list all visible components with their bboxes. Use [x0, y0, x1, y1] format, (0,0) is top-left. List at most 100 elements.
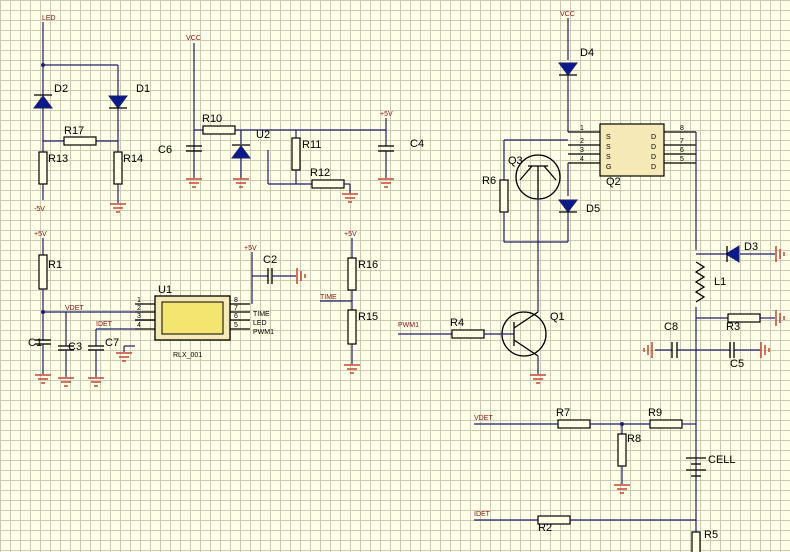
- label-d2: D2: [54, 83, 68, 95]
- label-d4: D4: [580, 47, 594, 59]
- q2-src-1: S: [606, 134, 611, 141]
- q2-pin-2: 2: [580, 138, 584, 145]
- u1-pin-5: 5: [234, 322, 238, 329]
- net-idet2: IDET: [474, 511, 491, 518]
- u1-part-number: RLX_001: [173, 352, 202, 359]
- led-driver-block: LED D2 D1 R17 R13 R14 -5V: [33, 15, 150, 213]
- resistor-r9: [649, 419, 683, 429]
- resistor-r7: [557, 419, 591, 429]
- regulator-u2: [231, 145, 251, 159]
- label-d1: D1: [136, 83, 150, 95]
- net-r16-5v: +5V: [344, 231, 357, 238]
- resistor-r14: [113, 151, 123, 185]
- resistor-r4: [451, 329, 485, 339]
- u1-net-led: LED: [253, 320, 267, 327]
- resistor-r15: [347, 309, 357, 345]
- label-u1: U1: [158, 284, 172, 296]
- resistor-r5: [691, 531, 701, 552]
- label-r13: R13: [48, 153, 68, 165]
- q2-pin-6: 6: [680, 147, 684, 154]
- net-vdet: VDET: [65, 305, 84, 312]
- q2-pin-3: 3: [580, 147, 584, 154]
- q2-pin-1: 1: [580, 125, 584, 132]
- net-c2-5v: +5V: [244, 245, 257, 252]
- power-stage-block: VCC D4 Q2 1 2 3 4 8 7 6 5 S S S G D D D …: [398, 11, 785, 552]
- label-r15: R15: [358, 311, 378, 323]
- label-d5: D5: [586, 203, 600, 215]
- label-r6: R6: [482, 175, 496, 187]
- inductor-l1: [694, 261, 706, 303]
- label-r2: R2: [538, 522, 552, 534]
- label-r5: R5: [704, 529, 718, 541]
- resistor-r1: [38, 254, 48, 290]
- label-r10: R10: [202, 113, 222, 125]
- resistor-r17: [63, 136, 97, 146]
- net-vcc-left: VCC: [186, 35, 201, 42]
- label-q3: Q3: [508, 155, 523, 167]
- resistor-r16: [347, 257, 357, 291]
- u1-pin-3: 3: [137, 313, 141, 320]
- net-vcc-right: VCC: [560, 11, 575, 18]
- label-r7: R7: [556, 407, 570, 419]
- net-u2-5v: +5V: [380, 111, 393, 118]
- u1-net-pwm: PWM1: [253, 329, 274, 336]
- label-c1: C1: [28, 337, 42, 349]
- q2-src-2: S: [606, 144, 611, 151]
- label-l1: L1: [714, 276, 726, 288]
- label-r3: R3: [726, 321, 740, 333]
- q2-gate: G: [606, 164, 611, 171]
- net-pwm: PWM1: [398, 322, 419, 329]
- regulator-block: VCC R10 C6 U2 R11 R12 +5V C4: [158, 35, 424, 203]
- mosfet-q2: [599, 123, 665, 177]
- label-r11: R11: [302, 139, 321, 151]
- label-c2: C2: [263, 254, 277, 266]
- resistor-r12: [311, 179, 345, 189]
- q2-pin-8: 8: [680, 125, 684, 132]
- q2-drain-1: D: [651, 134, 656, 141]
- net-vdet2: VDET: [474, 415, 493, 422]
- net-idet: IDET: [96, 321, 113, 328]
- time-divider-block: +5V R16 TIME R15: [320, 231, 378, 374]
- label-c3: C3: [68, 341, 82, 353]
- diode-d5: [558, 199, 578, 213]
- net-minus5v: -5V: [34, 206, 45, 213]
- diode-d3: [725, 245, 740, 263]
- q2-pin-5: 5: [680, 156, 684, 163]
- diode-d4: [558, 62, 578, 76]
- resistor-r13: [38, 151, 48, 185]
- net-time2: TIME: [320, 294, 337, 301]
- label-r12: R12: [310, 167, 330, 179]
- label-r8: R8: [627, 433, 641, 445]
- net-plus5v: +5V: [34, 231, 47, 238]
- diode-d2: [33, 95, 53, 109]
- q2-pin-4: 4: [580, 156, 584, 163]
- q2-drain-2: D: [651, 144, 656, 151]
- battery-cell: [686, 457, 706, 477]
- q2-drain-3: D: [651, 154, 656, 161]
- label-r14: R14: [123, 153, 143, 165]
- diode-d1: [108, 95, 128, 109]
- u1-net-time: TIME: [253, 311, 270, 318]
- u1-pin-2: 2: [137, 305, 141, 312]
- label-q1: Q1: [550, 311, 565, 323]
- label-c7: C7: [105, 337, 119, 349]
- label-d3: D3: [744, 241, 758, 253]
- u1-pin-8: 8: [234, 297, 238, 304]
- label-c4: C4: [410, 138, 424, 150]
- label-r17: R17: [64, 125, 84, 137]
- u1-pin-6: 6: [234, 313, 238, 320]
- label-r4: R4: [450, 317, 464, 329]
- q2-src-3: S: [606, 154, 611, 161]
- label-u2: U2: [256, 129, 270, 141]
- net-led: LED: [42, 15, 56, 22]
- q2-pin-7: 7: [680, 138, 684, 145]
- u1-pin-4: 4: [137, 322, 141, 329]
- label-r16: R16: [358, 259, 378, 271]
- u1-pin-1: 1: [137, 297, 141, 304]
- label-c6: C6: [158, 144, 172, 156]
- label-q2: Q2: [606, 176, 621, 188]
- label-c8: C8: [664, 321, 678, 333]
- resistor-r11: [291, 137, 301, 171]
